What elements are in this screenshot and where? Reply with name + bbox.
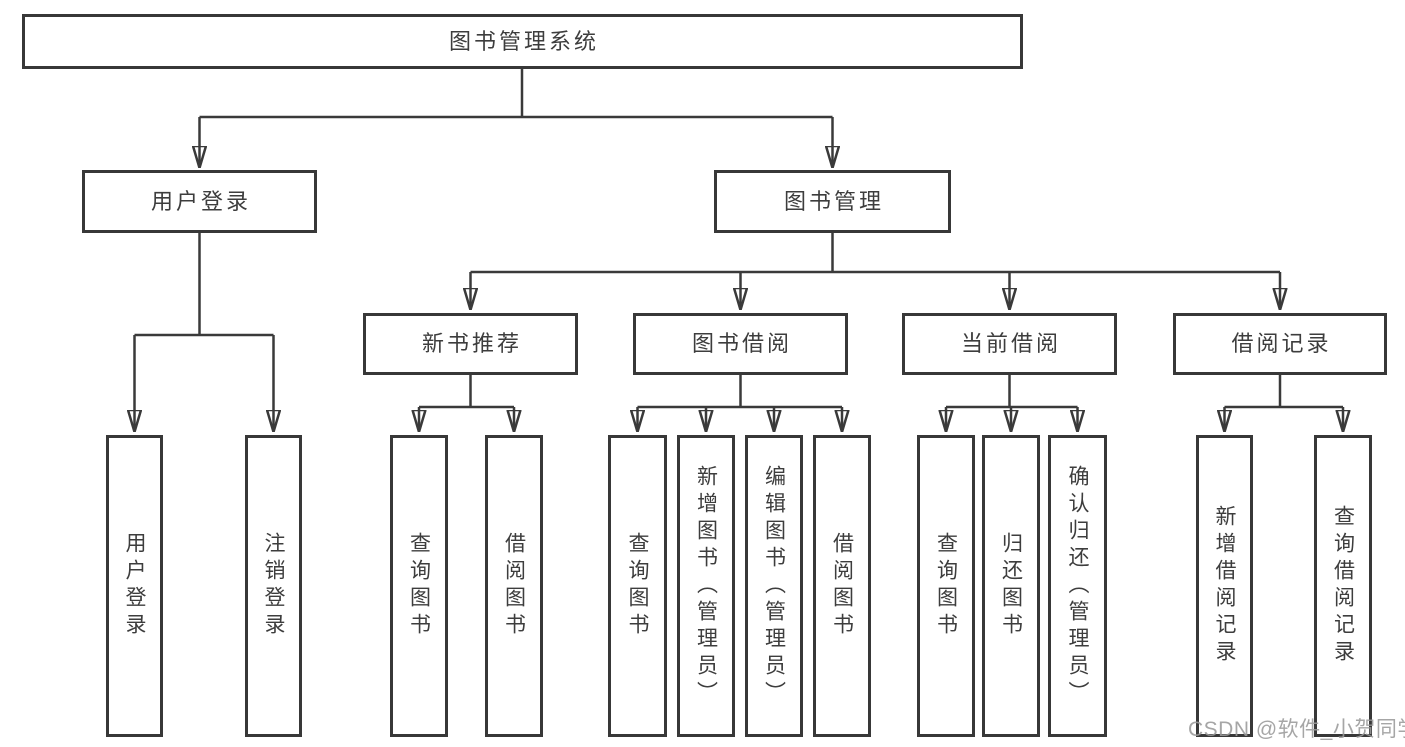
leaf-confirm-return-admin: 确认归还（管理员） [1048, 435, 1107, 737]
node-label: 借阅记录 [1231, 331, 1332, 356]
node-label: 新增借阅记录 [1213, 505, 1236, 667]
leaf-add-borrow-record: 新增借阅记录 [1196, 435, 1253, 737]
node-label: 确认归还（管理员） [1066, 464, 1089, 708]
node-label: 查询借阅记录 [1331, 505, 1355, 667]
edge-new-book-rec-to-leaves [419, 375, 514, 430]
leaf-query-borrow-record: 查询借阅记录 [1314, 435, 1372, 737]
node-current-borrowing: 当前借阅 [902, 313, 1117, 375]
leaf-query-books-recommend: 查询图书 [390, 435, 448, 737]
node-user-login: 用户登录 [82, 170, 317, 233]
node-label: 新增图书（管理员） [694, 464, 718, 708]
leaf-borrow-books-recommend: 借阅图书 [485, 435, 543, 737]
leaf-borrow-books: 借阅图书 [813, 435, 871, 737]
node-root-system: 图书管理系统 [22, 14, 1023, 69]
node-label: 新书推荐 [421, 331, 522, 356]
leaf-logout: 注销登录 [245, 435, 302, 737]
leaf-edit-books-admin: 编辑图书（管理员） [745, 435, 803, 737]
edge-borrow-records-to-leaves [1225, 375, 1344, 430]
edge-root-to-level2 [200, 69, 833, 166]
node-label: 注销登录 [262, 532, 285, 640]
node-label: 图书管理系统 [448, 28, 599, 54]
leaf-return-books: 归还图书 [982, 435, 1040, 737]
node-label: 图书管理 [783, 188, 884, 214]
node-label: 用户登录 [123, 532, 146, 640]
leaf-query-books-current: 查询图书 [917, 435, 975, 737]
csdn-watermark: CSDN @软件_小贺同学 [1188, 718, 1405, 741]
node-label: 查询图书 [626, 532, 649, 640]
edge-current-borrow-to-leaves [946, 375, 1078, 430]
node-borrow-records: 借阅记录 [1173, 313, 1387, 375]
node-label: 用户登录 [150, 188, 251, 214]
leaf-user-login: 用户登录 [106, 435, 163, 737]
node-label: 借阅图书 [830, 532, 854, 640]
leaf-add-books-admin: 新增图书（管理员） [677, 435, 735, 737]
node-label: 归还图书 [999, 532, 1023, 640]
node-new-book-recommend: 新书推荐 [363, 313, 578, 375]
node-label: 编辑图书（管理员） [762, 464, 786, 708]
node-label: 查询图书 [934, 532, 958, 640]
node-book-management: 图书管理 [714, 170, 951, 233]
node-book-borrowing: 图书借阅 [633, 313, 848, 375]
edge-user-login-to-leaves [135, 233, 274, 430]
node-label: 图书借阅 [691, 331, 792, 356]
edge-book-mgmt-to-level3 [471, 233, 1281, 308]
node-label: 借阅图书 [502, 532, 526, 640]
node-label: 当前借阅 [960, 331, 1061, 356]
edge-book-borrow-to-leaves [638, 375, 843, 430]
leaf-query-books-borrow: 查询图书 [608, 435, 667, 737]
node-label: 查询图书 [407, 532, 431, 640]
